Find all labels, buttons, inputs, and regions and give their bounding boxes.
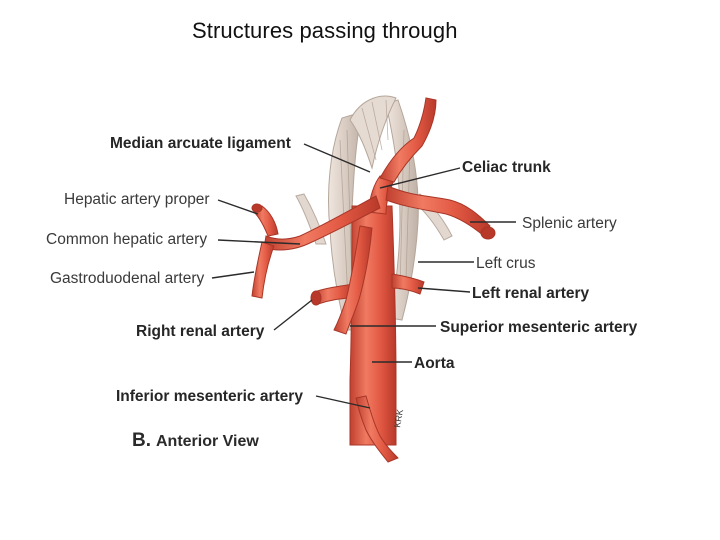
leader-lines — [211, 143, 516, 409]
median-arcuate-ligament — [349, 95, 397, 170]
label-inferior-mesenteric-artery: Inferior mesenteric artery — [116, 388, 303, 405]
left-gastric-artery — [379, 97, 437, 183]
gastroduodenal-artery — [251, 241, 275, 299]
label-common-hepatic-artery: Common hepatic artery — [46, 231, 207, 248]
label-gastroduodenal-artery: Gastroduodenal artery — [50, 270, 204, 287]
label-hepatic-artery-proper: Hepatic artery proper — [64, 191, 210, 208]
label-left-renal-artery: Left renal artery — [472, 285, 590, 302]
view-caption: B. Anterior View — [132, 430, 259, 451]
superior-mesenteric-artery — [333, 225, 373, 335]
structure-labels: Median arcuate ligament Celiac trunk Hep… — [46, 135, 638, 405]
slide-title: Structures passing through — [192, 18, 458, 43]
inferior-mesenteric-artery — [355, 395, 399, 463]
artist-signature: KRK — [392, 408, 405, 428]
label-superior-mesenteric-artery: Superior mesenteric artery — [440, 319, 638, 336]
view-caption-text: Anterior View — [156, 433, 259, 450]
left-renal-artery — [391, 273, 425, 295]
label-median-arcuate-ligament: Median arcuate ligament — [110, 135, 291, 152]
label-celiac-trunk: Celiac trunk — [462, 159, 551, 176]
splenic-artery-stump — [480, 226, 496, 240]
label-splenic-artery: Splenic artery — [522, 215, 617, 232]
label-left-crus: Left crus — [476, 255, 536, 272]
view-letter: B. — [132, 430, 151, 451]
label-right-renal-artery: Right renal artery — [136, 323, 265, 340]
hepatic-artery-proper — [253, 205, 279, 237]
label-aorta: Aorta — [414, 355, 455, 372]
